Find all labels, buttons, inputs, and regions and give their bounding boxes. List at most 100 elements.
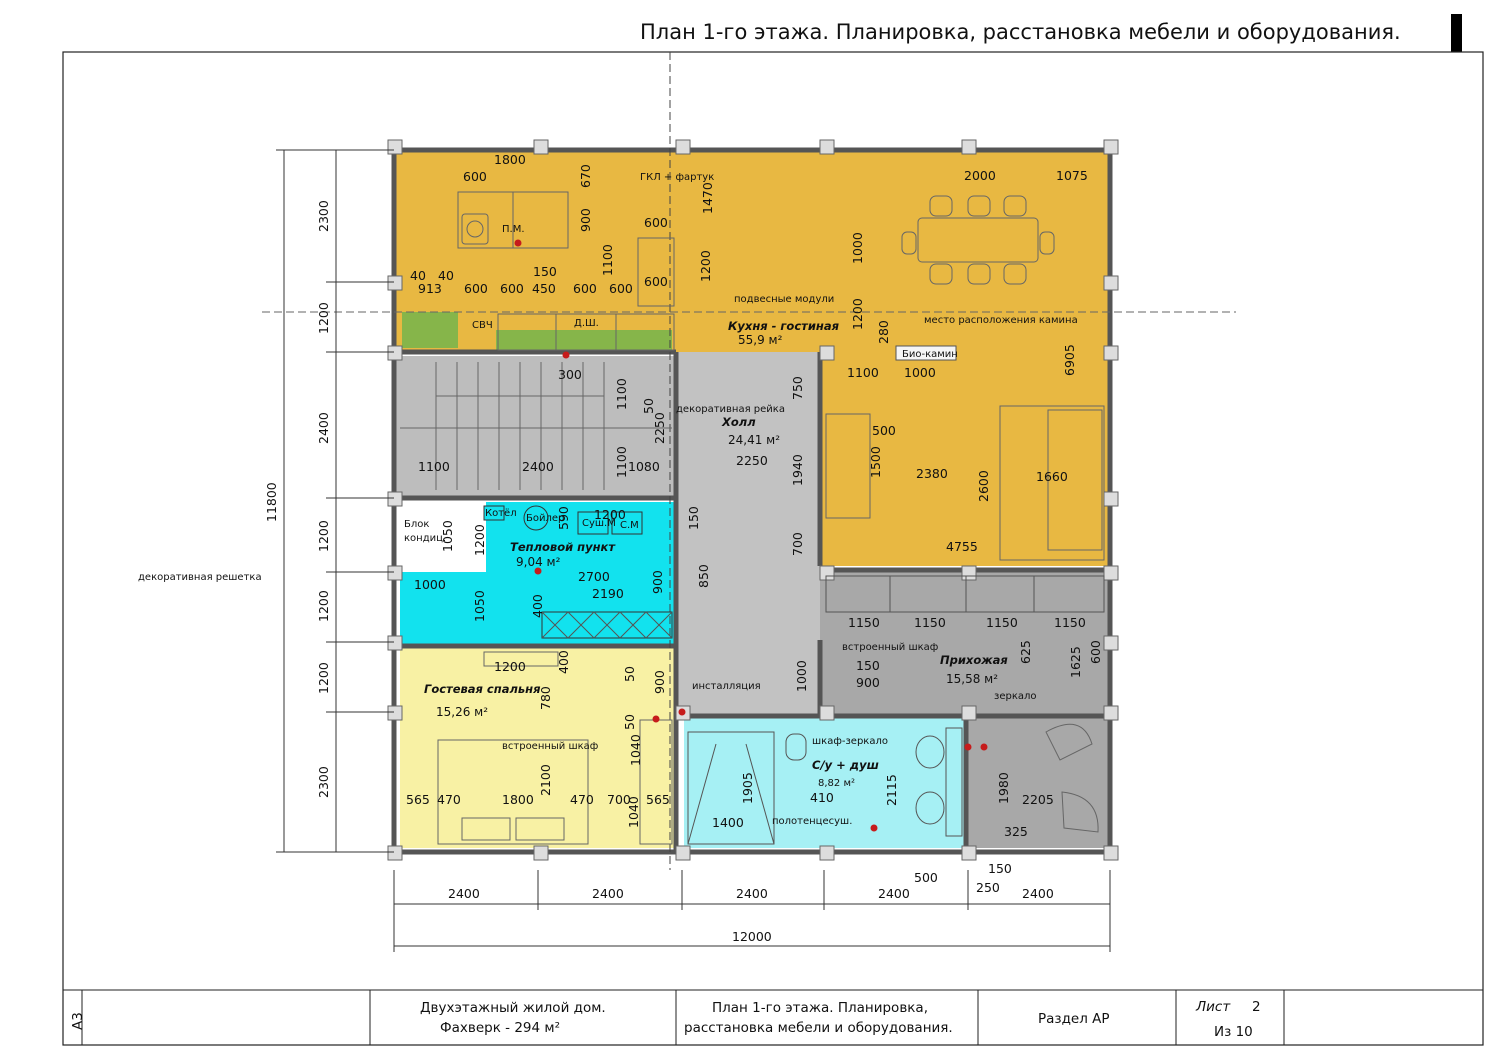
dim-k1470: 1470 (700, 182, 715, 214)
title-block (62, 989, 1484, 1046)
boiler-equipment (483, 505, 673, 639)
dim-left2400: 2400 (316, 412, 331, 444)
label-block1: Блок (404, 519, 429, 530)
label-biofire: Био-камин (902, 349, 958, 360)
dim-left2300a: 2300 (316, 200, 331, 232)
dim-l1500: 1500 (868, 446, 883, 478)
bio-fireplace (895, 345, 957, 361)
posts (387, 139, 1119, 861)
label-svch: СВЧ (472, 320, 493, 331)
room-name-guest: Гостевая спальня (424, 682, 541, 696)
dim-k40b: 40 (438, 268, 454, 283)
label-kotel: Котёл (485, 508, 517, 519)
stamp-sheet1: План 1-го этажа. Планировка, (712, 1000, 928, 1016)
bath-fill (684, 718, 966, 848)
dim-d6905: 6905 (1062, 344, 1077, 376)
room-area-boiler: 9,04 м² (516, 555, 561, 569)
entry-fill-bottom (966, 718, 1108, 848)
kitchen-fill (396, 152, 1108, 352)
staircase (400, 362, 672, 490)
dim-l2600: 2600 (976, 470, 991, 502)
title-bar (1451, 14, 1462, 52)
dim-g1200: 1200 (494, 659, 526, 674)
label-sush: Суш.М (582, 518, 616, 529)
kitchen-module-green2 (496, 330, 672, 350)
dim-b2190: 2190 (592, 586, 624, 601)
label-grille: декоративная решетка (138, 572, 262, 583)
room-area-bath: 8,82 м² (818, 778, 855, 789)
dim-bot2400c: 2400 (736, 886, 768, 901)
dim-c1400: 1400 (712, 815, 744, 830)
dim-b850: 850 (696, 564, 711, 588)
dim-h700: 700 (790, 532, 805, 556)
stamp-project2: Фахверк - 294 м² (440, 1020, 560, 1036)
dim-h1940: 1940 (790, 454, 805, 486)
walls (391, 147, 1113, 855)
hall-fill (676, 352, 820, 714)
dim-g470: 470 (437, 792, 461, 807)
stamp-sheet-no: 2 (1252, 999, 1261, 1015)
label-hanging: подвесные модули (734, 294, 834, 305)
label-block2: кондиц. (404, 533, 446, 544)
bath-fixtures (687, 727, 963, 845)
stamp-section: Раздел АР (1038, 1011, 1110, 1027)
dim-c1905: 1905 (740, 772, 755, 804)
dim-d1075: 1075 (1056, 168, 1088, 183)
dim-k150: 150 (533, 264, 557, 279)
dim-g900: 900 (652, 670, 667, 694)
sheet-title: План 1-го этажа. Планировка, расстановка… (640, 20, 1401, 44)
label-psh: Д.Ш. (574, 318, 599, 329)
dim-k1100: 1100 (600, 244, 615, 276)
dim-d1000b: 1000 (904, 365, 936, 380)
label-towel: полотенцесуш. (772, 816, 852, 827)
dim-l4755: 4755 (946, 539, 978, 554)
armchair-2 (1061, 791, 1099, 833)
dim-k600d: 600 (464, 281, 488, 296)
dim-k600g: 600 (609, 281, 633, 296)
dim-c2115: 2115 (884, 774, 899, 806)
entry-fill (820, 572, 1108, 718)
left-dim-lines (276, 149, 394, 853)
dim-g2100: 2100 (538, 764, 553, 796)
dim-b1050b: 1050 (472, 590, 487, 622)
dim-c150: 150 (988, 861, 1012, 876)
guest-fill (400, 648, 676, 848)
dim-p150: 150 (856, 658, 880, 673)
dim-s2250: 2250 (652, 412, 667, 444)
connection-points (514, 239, 988, 832)
dim-g565b: 565 (646, 792, 670, 807)
room-name-hall: Холл (721, 415, 756, 429)
dim-k1800: 1800 (494, 152, 526, 167)
dim-b900: 900 (650, 570, 665, 594)
dim-g1040b: 1040 (626, 796, 641, 828)
stairs-fill (396, 356, 676, 496)
label-pm: П.М. (502, 224, 525, 235)
dim-b1050: 1050 (440, 520, 455, 552)
dim-c500: 500 (914, 870, 938, 885)
dim-l2380: 2380 (916, 466, 948, 481)
dim-b590: 590 (556, 506, 571, 530)
label-sm: С.М (620, 520, 639, 531)
stamp-sheet-label: Лист (1195, 999, 1231, 1015)
kitchen-furniture (457, 191, 675, 351)
room-name-bath: С/у + душ (812, 758, 879, 772)
room-area-entry: 15,58 м² (946, 672, 998, 686)
dim-h750: 750 (790, 376, 805, 400)
dim-left1200a: 1200 (316, 302, 331, 334)
kitchen-fill-right (820, 352, 1108, 566)
dim-d2000: 2000 (964, 168, 996, 183)
dim-g1040: 1040 (628, 734, 643, 766)
label-fireplace: место расположения камина (924, 315, 1078, 326)
label-mirror-cab: шкаф-зеркало (812, 736, 888, 747)
dim-d1200b: 1200 (850, 298, 865, 330)
dim-s50: 50 (641, 398, 656, 414)
dim-d1000: 1000 (850, 232, 865, 264)
label-mirror: зеркало (994, 691, 1037, 702)
dim-s1100b: 1100 (418, 459, 450, 474)
room-area-guest: 15,26 м² (436, 705, 488, 719)
boiler-shelf-x (541, 611, 673, 639)
armchair-1 (1045, 723, 1093, 761)
dim-d280: 280 (876, 320, 891, 344)
dim-bot2400d: 2400 (878, 886, 910, 901)
